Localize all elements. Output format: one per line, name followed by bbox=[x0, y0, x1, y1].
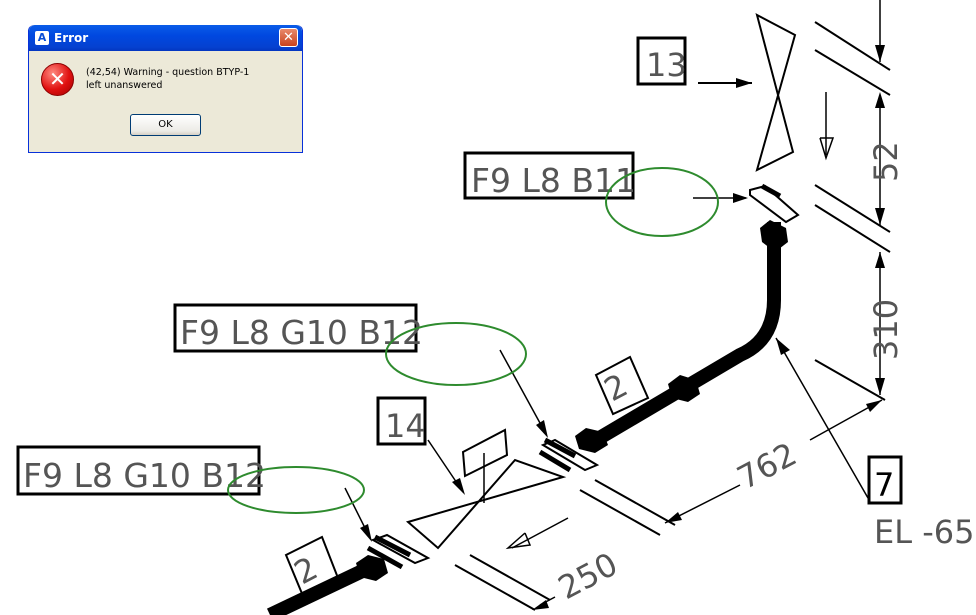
tag-left-label: F9 L8 G10 B12 bbox=[23, 456, 266, 495]
tag-mid-label: F9 L8 G10 B12 bbox=[180, 313, 423, 352]
error-dialog: A Error ✕ ✕ (42,54) Warning - question B… bbox=[28, 25, 303, 153]
valve-14 bbox=[405, 458, 567, 550]
highlight-ellipse-top bbox=[605, 167, 719, 237]
callout-13-label: 13 bbox=[646, 46, 687, 84]
valve-13 bbox=[755, 13, 797, 172]
highlight-ellipse-left bbox=[227, 466, 365, 514]
callout-7-frame bbox=[867, 455, 903, 505]
bolt-tag-upper-frame bbox=[594, 355, 650, 416]
dim-310-label: 310 bbox=[867, 299, 905, 360]
error-icon: ✕ bbox=[41, 63, 74, 96]
tag-top-frame bbox=[463, 151, 635, 200]
callout-13-frame bbox=[636, 36, 687, 86]
app-logo-icon: A bbox=[35, 31, 49, 45]
elevation-label: EL -65 bbox=[874, 513, 974, 551]
drawing-linework bbox=[693, 0, 891, 401]
tag-left-frame bbox=[16, 445, 261, 496]
dialog-body: ✕ (42,54) Warning - question BTYP-1 left… bbox=[29, 51, 302, 152]
dim-250-label: 250 bbox=[552, 545, 624, 607]
pipe bbox=[266, 220, 788, 615]
close-button[interactable]: ✕ bbox=[279, 28, 298, 47]
dim-52-label: 52 bbox=[867, 141, 905, 182]
error-message: (42,54) Warning - question BTYP-1 left u… bbox=[86, 66, 291, 92]
dialog-title: Error bbox=[54, 31, 89, 45]
dialog-titlebar[interactable]: A Error ✕ bbox=[29, 25, 302, 51]
callout-14-frame bbox=[376, 396, 427, 446]
bolt-tag-lower-frame bbox=[284, 535, 340, 598]
callout-7-label: 7 bbox=[874, 466, 894, 504]
drawing-linework-lower bbox=[284, 337, 883, 611]
bolt-tag-upper-label: 2 bbox=[598, 366, 634, 409]
callout-14-label: 14 bbox=[385, 407, 426, 445]
ok-button[interactable]: OK bbox=[130, 114, 201, 136]
dim-762-label: 762 bbox=[731, 435, 803, 497]
error-message-line-1: (42,54) Warning - question BTYP-1 bbox=[86, 67, 250, 78]
highlight-ellipse-mid bbox=[385, 322, 527, 386]
error-message-line-2: left unanswered bbox=[86, 80, 163, 91]
tag-top-label: F9 L8 B11 bbox=[471, 161, 636, 200]
